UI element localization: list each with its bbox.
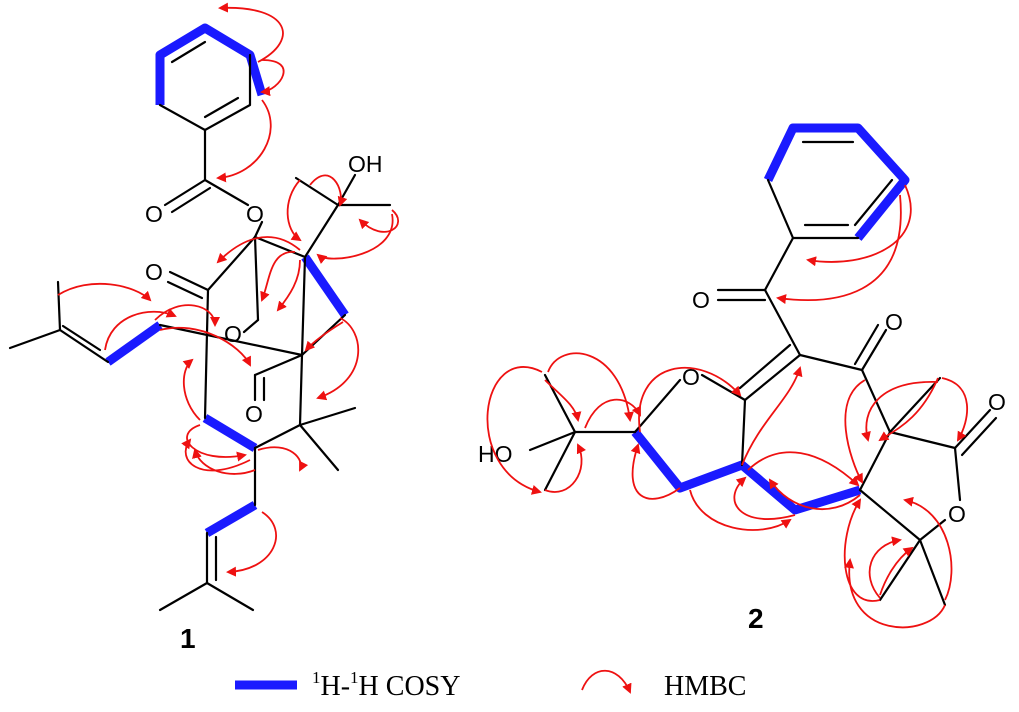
ketone-oxygen-label: O: [885, 309, 903, 335]
compound-1-hmbc-arrows: [57, 2, 399, 577]
lactone-carbonyl-oxygen-label: O: [988, 389, 1006, 415]
compound-2-hmbc-arrows: [486, 184, 968, 629]
compound-1-label: 1: [180, 623, 196, 654]
compound-2-label: 2: [748, 603, 764, 634]
carbonyl-oxygen-label: O: [145, 201, 163, 227]
compound-2-structure: O O O O O HO: [478, 123, 1006, 634]
hmbc-legend-label: HMBC: [664, 671, 746, 702]
compound-1-structure: OH O O O O O: [8, 2, 399, 654]
ketone-oxygen-label: O: [145, 259, 163, 285]
hydroxyl-label: OH: [348, 151, 383, 177]
compound-1-atom-labels: OH O O O O O: [145, 151, 383, 427]
legend: 1H-1H COSY HMBC: [235, 668, 746, 702]
furan-oxygen-label: O: [682, 364, 700, 390]
compound-2-atom-labels: O O O O O HO: [478, 287, 1006, 527]
ester-oxygen-label: O: [246, 201, 264, 227]
cosy-legend-label: 1H-1H COSY: [312, 668, 460, 702]
benzoyl-oxygen-label: O: [692, 287, 710, 313]
compound-1-cosy-bonds: [105, 23, 349, 537]
compound-2-bonds: [528, 140, 998, 607]
lactone-ring-oxygen-label: O: [948, 501, 966, 527]
compound-1-bonds: [8, 40, 392, 612]
hmbc-legend-arrow-icon: [581, 669, 632, 694]
ketone-oxygen-label: O: [245, 401, 263, 427]
ketone-oxygen-label: O: [224, 321, 242, 347]
